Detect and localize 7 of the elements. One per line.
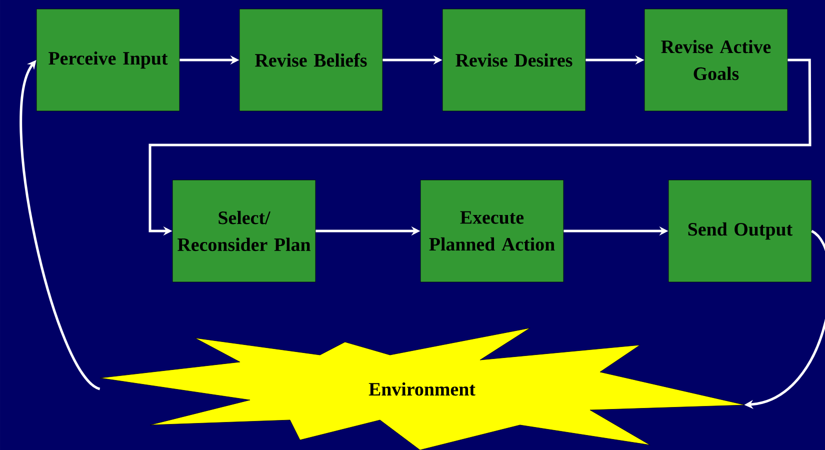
process-box: Revise Desires [442, 8, 586, 112]
process-box: Revise Beliefs [239, 8, 383, 112]
process-box: Execute Planned Action [420, 180, 564, 282]
process-box: Perceive Input [36, 8, 180, 112]
process-box: Revise Active Goals [644, 8, 788, 112]
process-box: Select/ Reconsider Plan [172, 180, 316, 282]
process-box: Send Output [668, 180, 812, 282]
